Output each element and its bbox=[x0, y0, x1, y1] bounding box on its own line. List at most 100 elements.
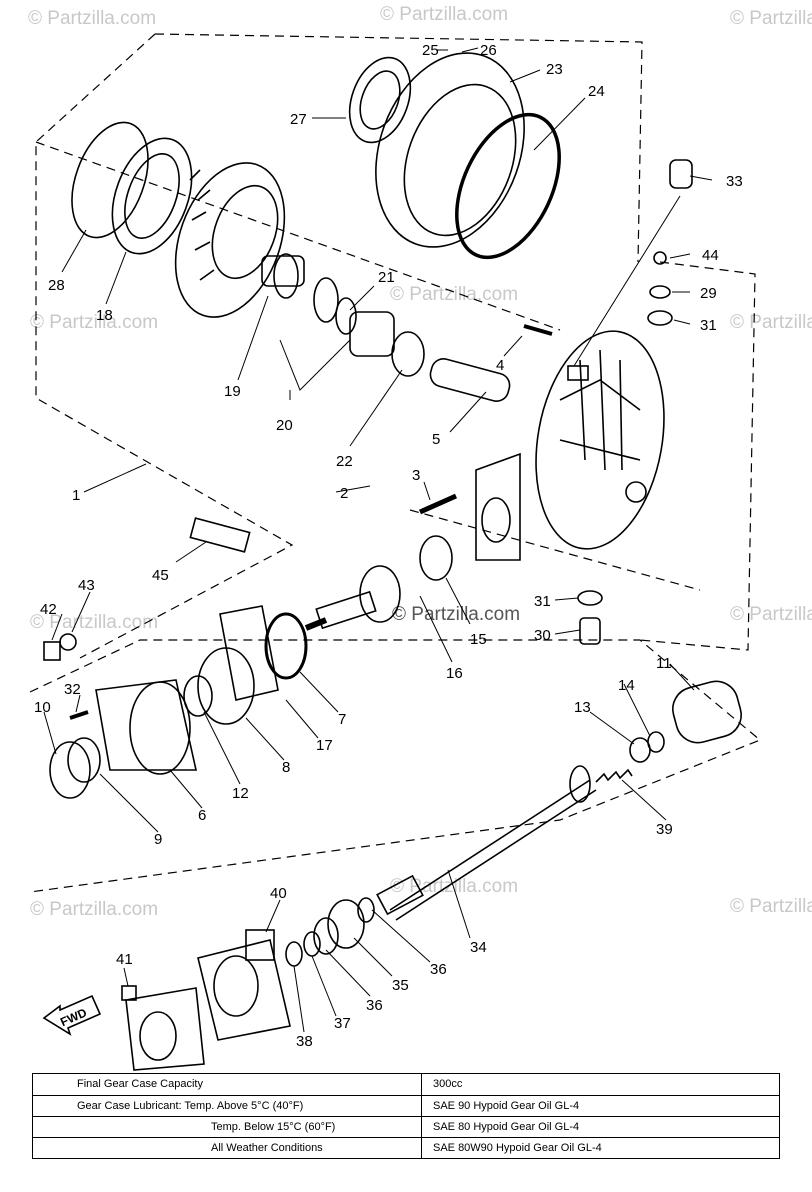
drive-shaft-34 bbox=[389, 779, 597, 921]
spec-value: SAE 80W90 Hypoid Gear Oil GL-4 bbox=[433, 1142, 602, 1154]
o-ring-24 bbox=[455, 112, 561, 260]
callout-labels: 25 26 23 24 27 28 18 19 20 21 22 5 4 2 3… bbox=[34, 42, 743, 1050]
ring-gear-group-outline bbox=[35, 141, 561, 331]
watermark-text: © Partzilla.com bbox=[30, 899, 158, 920]
callout-2: 2 bbox=[340, 485, 348, 502]
leader-lines bbox=[43, 47, 713, 1033]
upper-group-outline bbox=[154, 33, 643, 263]
spacer-19 bbox=[273, 253, 299, 299]
callout-19: 19 bbox=[224, 383, 241, 400]
callout-14: 14 bbox=[618, 677, 635, 694]
callout-20: 20 bbox=[276, 417, 293, 434]
callout-26: 26 bbox=[480, 42, 497, 59]
fwd-arrow bbox=[42, 994, 102, 1036]
callout-37: 37 bbox=[334, 1015, 351, 1032]
seal-22 bbox=[391, 331, 425, 377]
watermark-text: © Partzilla.com bbox=[392, 604, 520, 625]
callout-21: 21 bbox=[378, 269, 395, 286]
bearing-15 bbox=[419, 535, 453, 581]
seal-12 bbox=[183, 675, 213, 717]
case-group-outline bbox=[639, 261, 756, 651]
spring-39 bbox=[595, 768, 633, 783]
bearing-cylinder bbox=[349, 311, 395, 357]
inner-dash bbox=[409, 509, 701, 591]
callout-12: 12 bbox=[232, 785, 249, 802]
watermark-text: © Partzilla.com bbox=[380, 4, 508, 25]
ring-36 bbox=[357, 897, 375, 923]
washer-14 bbox=[647, 731, 665, 753]
shaft-5 bbox=[429, 358, 511, 402]
cap-33 bbox=[669, 159, 693, 189]
callout-1: 1 bbox=[72, 487, 80, 504]
screw-44 bbox=[653, 251, 667, 265]
o-ring-7 bbox=[264, 612, 308, 680]
stud-3 bbox=[418, 493, 458, 515]
spec-row: All Weather Conditions SAE 80W90 Hypoid … bbox=[33, 1137, 779, 1159]
callout-9: 9 bbox=[154, 831, 162, 848]
callout-39: 39 bbox=[656, 821, 673, 838]
callout-11: 11 bbox=[656, 655, 672, 672]
bolt-32 bbox=[69, 710, 89, 720]
callout-33: 33 bbox=[726, 173, 743, 190]
spec-label: Final Gear Case Capacity bbox=[33, 1074, 422, 1095]
housing-6 bbox=[95, 679, 197, 775]
spec-value: 300cc bbox=[433, 1078, 463, 1090]
spec-row: Gear Case Lubricant: Temp. Above 5°C (40… bbox=[33, 1095, 779, 1117]
callout-45: 45 bbox=[152, 567, 169, 584]
bearing-housing bbox=[348, 52, 525, 248]
callout-24: 24 bbox=[588, 83, 605, 100]
spec-row: Final Gear Case Capacity 300cc bbox=[33, 1074, 779, 1095]
callout-31-upper: 31 bbox=[700, 317, 717, 334]
lubricant-spec-table: Final Gear Case Capacity 300cc Gear Case… bbox=[32, 1073, 780, 1159]
washer-43 bbox=[59, 633, 77, 651]
left-group-outline bbox=[35, 33, 294, 659]
dashed-group-outlines bbox=[29, 33, 762, 893]
ring-gear bbox=[174, 162, 305, 318]
spec-row: Temp. Below 15°C (60°F) SAE 80 Hypoid Ge… bbox=[33, 1116, 779, 1138]
callout-36-left: 36 bbox=[366, 997, 383, 1014]
callout-30: 30 bbox=[534, 627, 551, 644]
pinion-group-outline bbox=[29, 639, 762, 893]
callout-23: 23 bbox=[546, 61, 563, 78]
coupling-11 bbox=[672, 680, 742, 744]
spec-label-text: Temp. Below 15°C (60°F) bbox=[211, 1121, 336, 1133]
watermark-text: © Partzilla.com bbox=[28, 8, 156, 29]
callout-16: 16 bbox=[446, 665, 463, 682]
label-plate-45 bbox=[189, 517, 251, 553]
nut-13 bbox=[629, 737, 651, 763]
watermark-text: © Partzilla.com bbox=[730, 8, 812, 29]
ring-38 bbox=[285, 941, 303, 967]
callout-17: 17 bbox=[316, 737, 333, 754]
spec-label-text: All Weather Conditions bbox=[211, 1142, 323, 1154]
watermarks: © Partzilla.com © Partzilla.com © Partzi… bbox=[28, 4, 812, 920]
final-gear-case bbox=[475, 330, 665, 561]
callout-34: 34 bbox=[470, 939, 487, 956]
callout-36-right: 36 bbox=[430, 961, 447, 978]
callout-35: 35 bbox=[392, 977, 409, 994]
watermark-text: © Partzilla.com bbox=[30, 312, 158, 333]
spec-label-text: Gear Case Lubricant: Temp. Above 5°C (40… bbox=[77, 1100, 304, 1112]
callout-38: 38 bbox=[296, 1033, 313, 1050]
spec-label: Gear Case Lubricant: Temp. Above 5°C (40… bbox=[33, 1096, 422, 1117]
plug-29 bbox=[649, 285, 671, 299]
callout-40: 40 bbox=[270, 885, 287, 902]
ring-36b bbox=[313, 917, 339, 955]
callout-8: 8 bbox=[282, 759, 290, 776]
housing-40 bbox=[197, 929, 291, 1041]
plug-30 bbox=[579, 617, 601, 645]
washer-31-top bbox=[647, 310, 673, 326]
callout-13: 13 bbox=[574, 699, 591, 716]
watermark-text: © Partzilla.com bbox=[390, 876, 518, 897]
callout-32: 32 bbox=[64, 681, 81, 698]
pin-4 bbox=[523, 324, 553, 336]
shim-28 bbox=[71, 121, 149, 239]
callout-43: 43 bbox=[78, 577, 95, 594]
callout-27: 27 bbox=[290, 111, 307, 128]
callout-10: 10 bbox=[34, 699, 51, 716]
parts bbox=[42, 52, 742, 1071]
callout-7: 7 bbox=[338, 711, 346, 728]
pinion-gear-16 bbox=[304, 565, 401, 631]
callout-28: 28 bbox=[48, 277, 65, 294]
gasket-17 bbox=[219, 605, 279, 701]
callout-25: 25 bbox=[422, 42, 439, 59]
